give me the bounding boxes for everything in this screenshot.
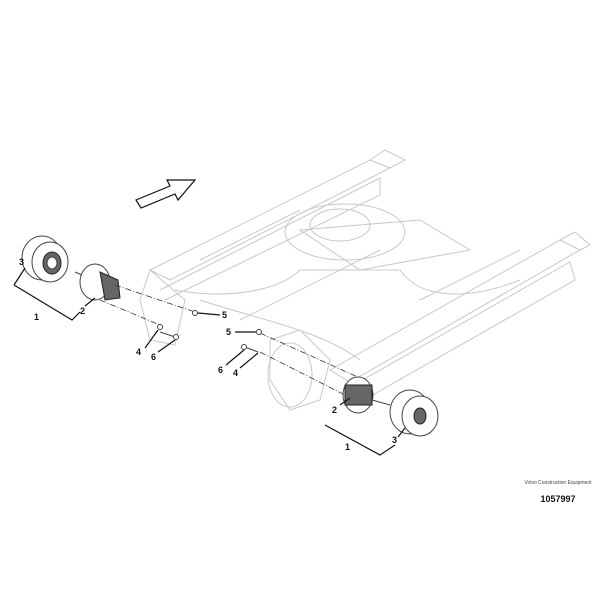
direction-arrow-icon [135,179,197,209]
callout-right-2: 2 [332,405,337,415]
callout-right-5: 5 [226,327,231,337]
publisher-credit: Volvo Construction Equipment [524,480,592,486]
callout-left-6: 6 [151,352,156,362]
illustration-number: 1057997 [540,494,576,504]
leader-lines [13,267,406,456]
callout-left-3: 3 [19,257,24,267]
callout-left-4: 4 [136,347,141,357]
right-travel-motor-assembly [241,329,439,437]
undercarriage-frame [139,149,591,411]
callout-right-4: 4 [233,368,238,378]
callout-right-6: 6 [218,365,223,375]
callout-right-1: 1 [345,442,350,452]
callout-left-5: 5 [222,310,227,320]
callout-right-3: 3 [392,435,397,445]
callout-left-2: 2 [80,306,85,316]
callout-left-1: 1 [34,312,39,322]
left-travel-motor-assembly [21,235,198,340]
